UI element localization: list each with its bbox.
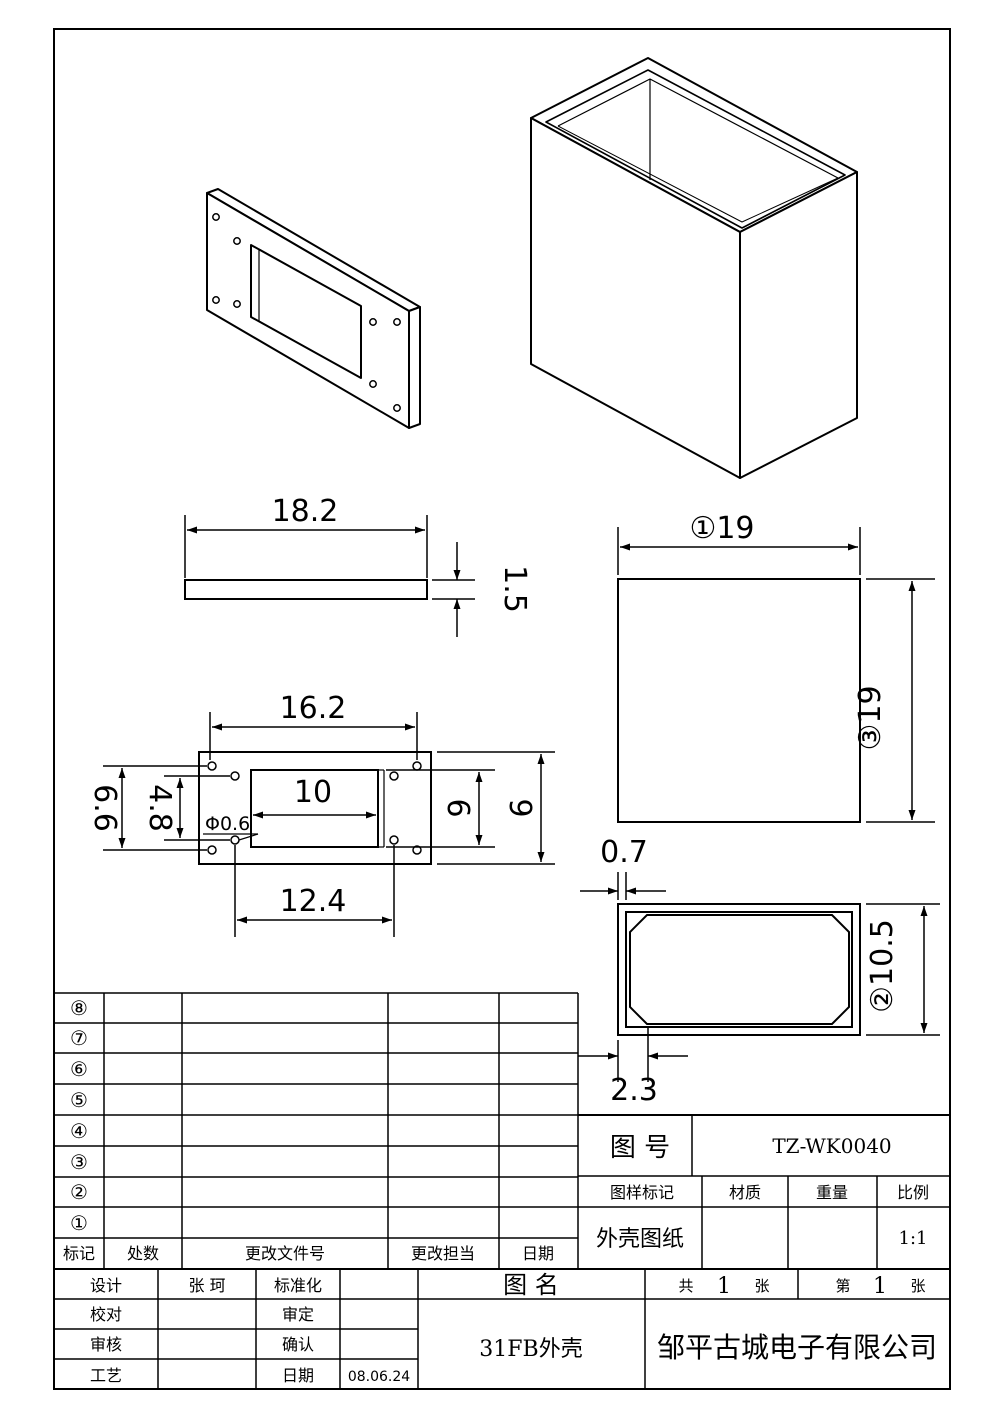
box-top-view (578, 872, 940, 1082)
dim-hole-hspan: 12.4 (280, 884, 347, 919)
title-block-lower (54, 1269, 950, 1389)
front-holes (207, 761, 422, 855)
rev-mark-3: ③ (70, 1150, 88, 1174)
col-sheet-mark: 图样标记 (610, 1183, 674, 1202)
dim-hole-span: 16.2 (280, 691, 347, 726)
dim-box-width: ①19 (689, 511, 754, 546)
plate-side-view (184, 515, 475, 637)
plate-front-view (103, 712, 555, 937)
dim-hole-vspan: 4.8 (142, 784, 177, 832)
dim-window-width: 10 (294, 775, 332, 810)
drawing-no: TZ-WK0040 (772, 1134, 891, 1158)
col-scale: 比例 (897, 1183, 929, 1202)
rev-mark-1: ① (70, 1211, 88, 1235)
name-label: 图 名 (503, 1271, 559, 1299)
designer: 张 珂 (188, 1276, 225, 1295)
rev-header-count: 处数 (127, 1244, 159, 1263)
rev-mark-7: ⑦ (70, 1026, 88, 1050)
dim-hole-dia: Φ0.6 (205, 813, 250, 835)
sheet-label-1: 第 (835, 1277, 850, 1295)
confirm-label: 确认 (282, 1335, 314, 1354)
scale-value: 1:1 (899, 1228, 928, 1249)
sheet-no: 1 (873, 1274, 887, 1299)
dim-box-height: ③19 (853, 685, 888, 750)
total-sheets: 1 (717, 1274, 731, 1299)
rev-mark-4: ④ (70, 1119, 88, 1143)
dim-outer-height: 6.6 (87, 784, 122, 832)
sheet-label-2: 张 (910, 1277, 925, 1295)
check-label: 校对 (90, 1305, 122, 1324)
company-name: 邹平古城电子有限公司 (657, 1331, 937, 1364)
rev-header-docno: 更改文件号 (245, 1244, 325, 1263)
rev-mark-6: ⑥ (70, 1057, 88, 1081)
sheet-mark-value: 外壳图纸 (596, 1227, 684, 1252)
rev-header-date: 日期 (522, 1244, 554, 1263)
process-label: 工艺 (90, 1366, 122, 1385)
date-label: 日期 (282, 1366, 314, 1385)
rev-mark-2: ② (70, 1180, 88, 1204)
drawing-no-label: 图 号 (610, 1133, 670, 1163)
review-label: 审定 (282, 1305, 314, 1324)
rev-mark-8: ⑧ (70, 996, 88, 1020)
total-label-2: 张 (754, 1277, 769, 1295)
plate-holes (212, 213, 401, 412)
revision-table (54, 992, 950, 1270)
title-block-upper (578, 1114, 950, 1269)
dim-bar-thickness: 1.5 (497, 565, 532, 613)
rev-header-mark: 标记 (63, 1244, 95, 1263)
col-weight: 重量 (816, 1183, 848, 1202)
dim-inner-offset: 2.3 (610, 1073, 658, 1108)
box-front-view (617, 527, 935, 823)
col-material: 材质 (729, 1183, 761, 1202)
total-label-1: 共 (678, 1277, 693, 1295)
drawing-name: 31FB外壳 (479, 1337, 582, 1362)
dim-bar-length: 18.2 (272, 494, 339, 529)
drawing-border (53, 28, 951, 1390)
isometric-plate (206, 188, 421, 429)
dim-plate-height: 9 (502, 798, 537, 817)
dim-window-height: 6 (440, 798, 475, 817)
rev-header-owner: 更改担当 (411, 1244, 475, 1263)
dim-wall: 0.7 (600, 835, 648, 870)
standardize-label: 标准化 (274, 1276, 322, 1295)
date-value: 08.06.24 (348, 1369, 410, 1385)
isometric-box (530, 57, 858, 479)
design-label: 设计 (90, 1276, 122, 1295)
audit-label: 审核 (90, 1335, 122, 1354)
dim-box-depth: ②10.5 (865, 919, 900, 1013)
rev-mark-5: ⑤ (70, 1088, 88, 1112)
